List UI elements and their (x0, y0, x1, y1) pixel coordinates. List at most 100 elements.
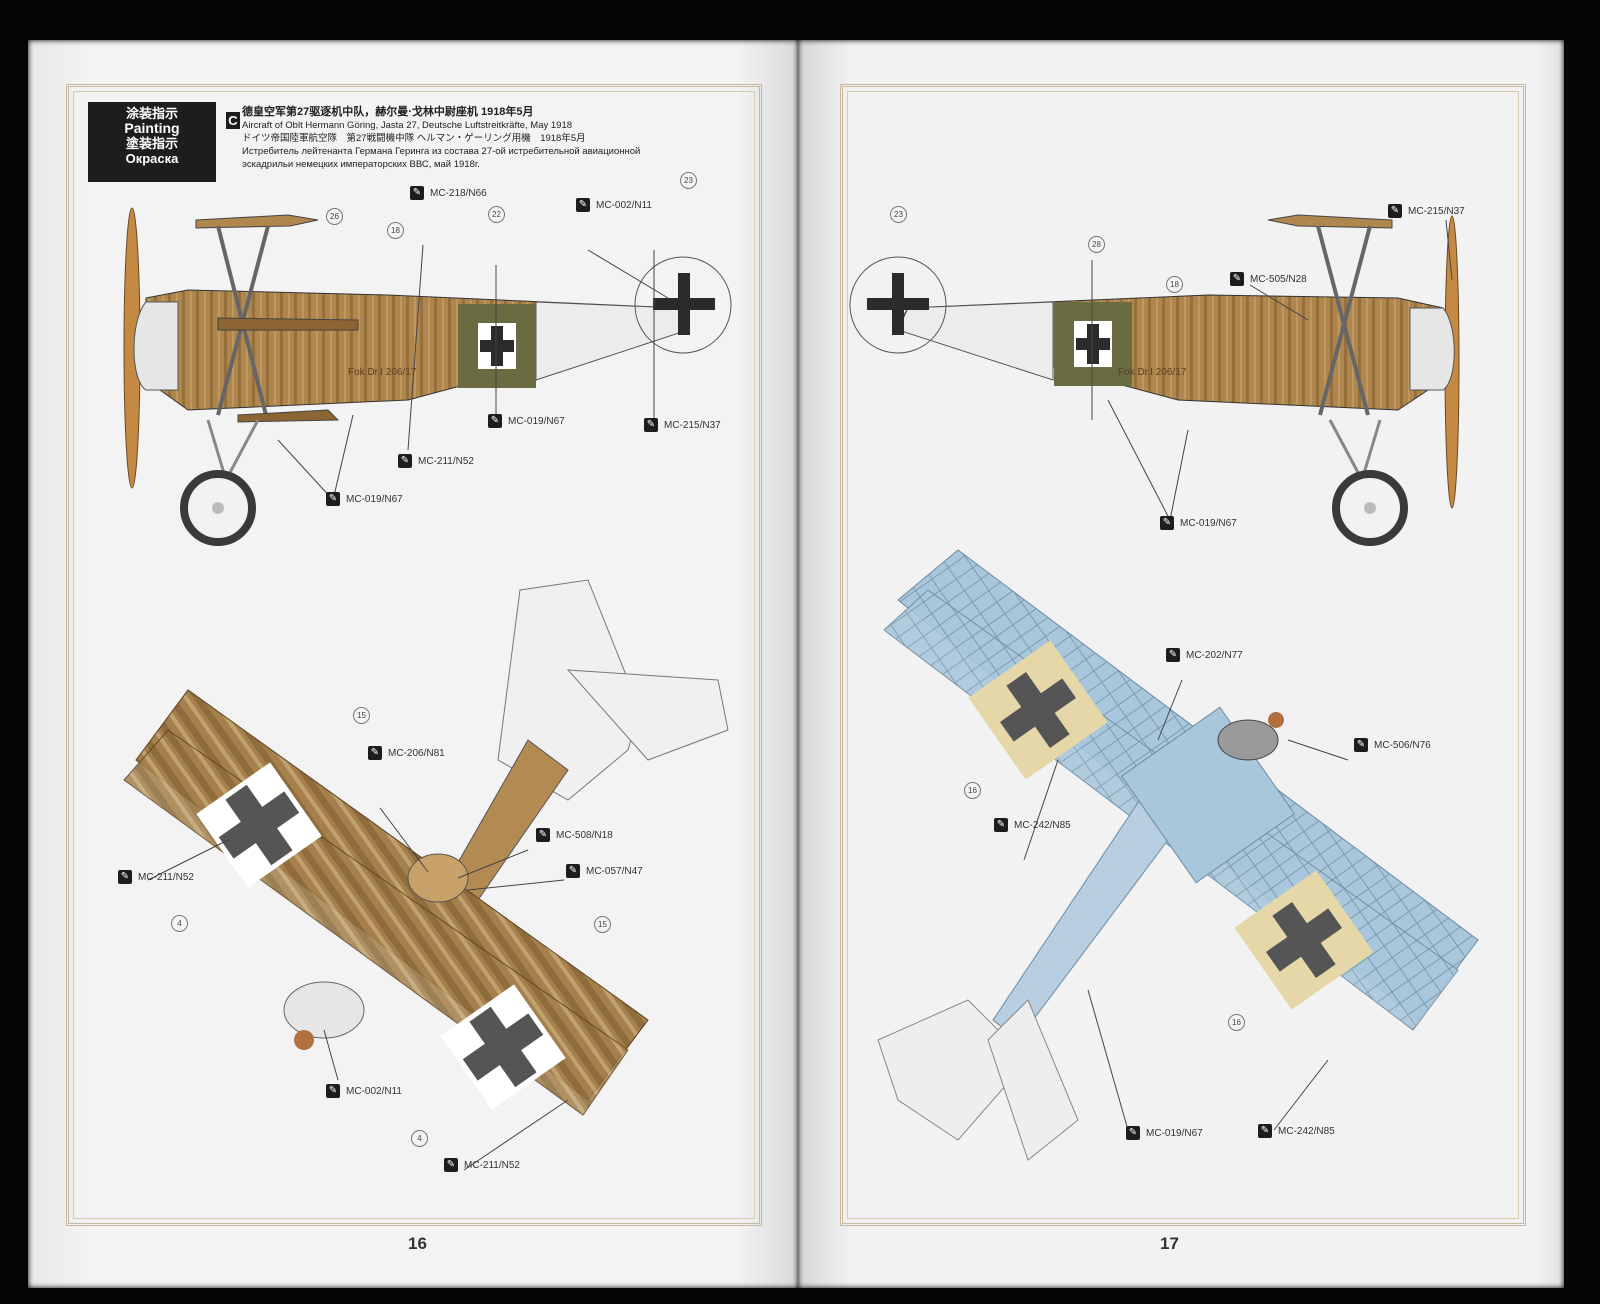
callout-mc-211-top: ✎ MC-211/N52 (118, 870, 194, 884)
part-number: 22 (488, 206, 505, 223)
callout-mc-002: ✎ MC-002/N11 (576, 198, 652, 212)
callout-label: MC-211/N52 (418, 455, 474, 467)
rudder-cross (867, 273, 929, 335)
lower-wing-cross-2 (1234, 870, 1374, 1010)
scheme-description: 德皇空军第27驱逐机中队，赫尔曼·戈林中尉座机 1918年5月 Aircraft… (242, 106, 640, 171)
callout-mc-505: ✎ MC-505/N28 (1230, 272, 1307, 286)
callout-label: MC-211/N52 (138, 871, 194, 883)
callout-label: MC-206/N81 (388, 747, 445, 759)
paint-brush-icon: ✎ (1166, 648, 1180, 662)
bottom-view-aircraft (877, 549, 1479, 1161)
scheme-line-jp: ドイツ帝国陸軍航空隊 第27戦闘機中隊 ヘルマン・ゲーリング用機 1918年5月 (242, 133, 586, 144)
scheme-badge: C (226, 112, 240, 129)
paint-brush-icon: ✎ (536, 828, 550, 842)
callout-mc-242: ✎ MC-242/N85 (994, 818, 1071, 832)
paint-brush-icon: ✎ (566, 864, 580, 878)
callout-mc-218: ✎ MC-218/N66 (410, 186, 487, 200)
scheme-line-ru1: Истребитель лейтенанта Германа Геринга и… (242, 146, 641, 157)
callout-mc-019-b: ✎ MC-019/N67 (326, 492, 403, 506)
scheme-line-ru2: эскадрильи немецких императорских ВВС, м… (242, 159, 480, 170)
right-illustrations: Fok.Dr.I 206/17 (849, 214, 1479, 1161)
painting-title-en: Painting (124, 120, 180, 136)
instruction-booklet: 涂装指示 Painting 塗装指示 Окраска C 德皇空军第27驱逐机中… (28, 40, 1564, 1288)
callout-label: MC-242/N85 (1278, 1125, 1335, 1137)
callout-label: MC-218/N66 (430, 187, 487, 199)
painting-title-zh: 涂装指示 (125, 106, 178, 121)
leader-lines (147, 244, 669, 1171)
paint-brush-icon: ✎ (444, 1158, 458, 1172)
callout-mc-206: ✎ MC-206/N81 (368, 746, 445, 760)
callout-label: MC-019/N67 (508, 415, 565, 427)
rudder-cross (653, 273, 715, 335)
callout-label: MC-242/N85 (1014, 819, 1071, 831)
paint-brush-icon: ✎ (368, 746, 382, 760)
callout-label: MC-508/N18 (556, 829, 613, 841)
fuselage-code: Fok.Dr.I 206/17 (1118, 367, 1187, 378)
painting-title-box: 涂装指示 Painting 塗装指示 Окраска (88, 102, 216, 182)
callout-label: MC-019/N67 (1146, 1127, 1203, 1139)
page-frame (66, 84, 762, 1226)
paint-brush-icon: ✎ (326, 1084, 340, 1098)
page-number: 16 (408, 1234, 427, 1253)
part-number: 23 (680, 172, 697, 189)
paint-brush-icon: ✎ (326, 492, 340, 506)
upper-wing-cross-1 (196, 762, 322, 888)
paint-brush-icon: ✎ (1126, 1126, 1140, 1140)
callout-mc-211-bottom: ✎ MC-211/N52 (444, 1158, 520, 1172)
part-number: 15 (594, 916, 611, 933)
lower-wing-cross-1 (968, 640, 1108, 780)
paint-brush-icon: ✎ (576, 198, 590, 212)
paint-brush-icon: ✎ (644, 418, 658, 432)
part-number: 4 (171, 915, 188, 932)
part-number: 15 (353, 707, 370, 724)
paint-brush-icon: ✎ (410, 186, 424, 200)
paint-brush-icon: ✎ (488, 414, 502, 428)
callout-label: MC-211/N52 (464, 1159, 520, 1171)
paint-brush-icon: ✎ (1258, 1124, 1272, 1138)
callout-mc-019: ✎ MC-019/N67 (488, 414, 565, 428)
left-illustrations: Fok.Dr.I 206/17 (123, 207, 732, 1171)
page-frame (840, 84, 1526, 1226)
callout-label: MC-019/N67 (346, 493, 403, 505)
side-view-aircraft: Fok.Dr.I 206/17 (123, 207, 732, 546)
page-number: 17 (1160, 1234, 1179, 1253)
right-page: Fok.Dr.I 206/17 (798, 40, 1564, 1288)
callout-label: MC-057/N47 (586, 865, 643, 877)
part-number: 16 (964, 782, 981, 799)
callout-label: MC-202/N77 (1186, 649, 1243, 661)
callout-label: MC-002/N11 (596, 199, 652, 211)
part-number: 16 (1228, 1014, 1245, 1031)
callout-mc-242-b: ✎ MC-242/N85 (1258, 1124, 1335, 1138)
callout-mc-215: ✎ MC-215/N37 (1388, 204, 1465, 218)
fuselage-cross (1074, 321, 1112, 367)
callout-mc-211: ✎ MC-211/N52 (398, 454, 474, 468)
upper-wing-cross-2 (440, 984, 566, 1110)
callout-label: MC-505/N28 (1250, 273, 1307, 285)
callout-label: MC-019/N67 (1180, 517, 1237, 529)
paint-brush-icon: ✎ (1388, 204, 1402, 218)
callout-mc-508: ✎ MC-508/N18 (536, 828, 613, 842)
callout-mc-057: ✎ MC-057/N47 (566, 864, 643, 878)
part-number: 18 (387, 222, 404, 239)
callout-mc-506: ✎ MC-506/N76 (1354, 738, 1431, 752)
scheme-line-en: Aircraft of Oblt Hermann Göring, Jasta 2… (242, 120, 573, 131)
fuselage-cross (478, 323, 516, 369)
paint-brush-icon: ✎ (398, 454, 412, 468)
callout-mc-202: ✎ MC-202/N77 (1166, 648, 1243, 662)
painting-title-ru: Окраска (125, 151, 179, 166)
side-view-aircraft: Fok.Dr.I 206/17 (849, 214, 1460, 546)
part-number: 4 (411, 1130, 428, 1147)
paint-brush-icon: ✎ (994, 818, 1008, 832)
callout-label: MC-002/N11 (346, 1085, 402, 1097)
paint-brush-icon: ✎ (1230, 272, 1244, 286)
paint-brush-icon: ✎ (1160, 516, 1174, 530)
scheme-line-zh: 德皇空军第27驱逐机中队，赫尔曼·戈林中尉座机 1918年5月 (242, 106, 534, 118)
paint-brush-icon: ✎ (1354, 738, 1368, 752)
fuselage-code: Fok.Dr.I 206/17 (348, 367, 417, 378)
top-view-aircraft (123, 579, 729, 1116)
painting-title-jp: 塗装指示 (125, 136, 178, 151)
callout-label: MC-215/N37 (664, 419, 721, 431)
paint-brush-icon: ✎ (118, 870, 132, 884)
callout-mc-002-top: ✎ MC-002/N11 (326, 1084, 402, 1098)
part-number: 28 (1088, 236, 1105, 253)
